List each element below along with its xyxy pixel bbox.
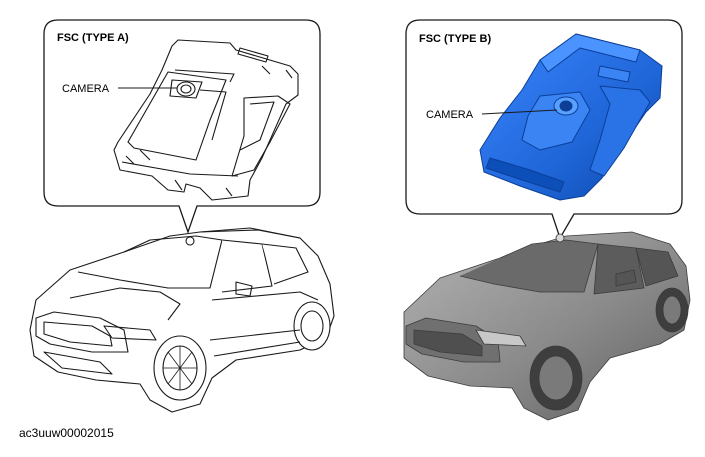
type-b-leader-line: [481, 109, 558, 115]
type-a-camera-label: CAMERA: [62, 83, 110, 95]
type-b-camera-module-render: [479, 33, 663, 201]
type-a-title: FSC (TYPE A): [57, 32, 129, 44]
type-b-vehicle-render: [403, 231, 691, 421]
type-a-camera-module-drawing: [113, 39, 299, 201]
type-b-camera-label: CAMERA: [426, 109, 474, 121]
type-b-callout: FSC (TYPE B) CAMERA: [405, 19, 683, 240]
type-a-callout: FSC (TYPE A) CAMERA: [43, 19, 321, 234]
type-a-vehicle-drawing: [29, 227, 335, 413]
type-b-title: FSC (TYPE B): [419, 33, 491, 45]
figure-code: ac3uuw00002015: [19, 426, 114, 440]
